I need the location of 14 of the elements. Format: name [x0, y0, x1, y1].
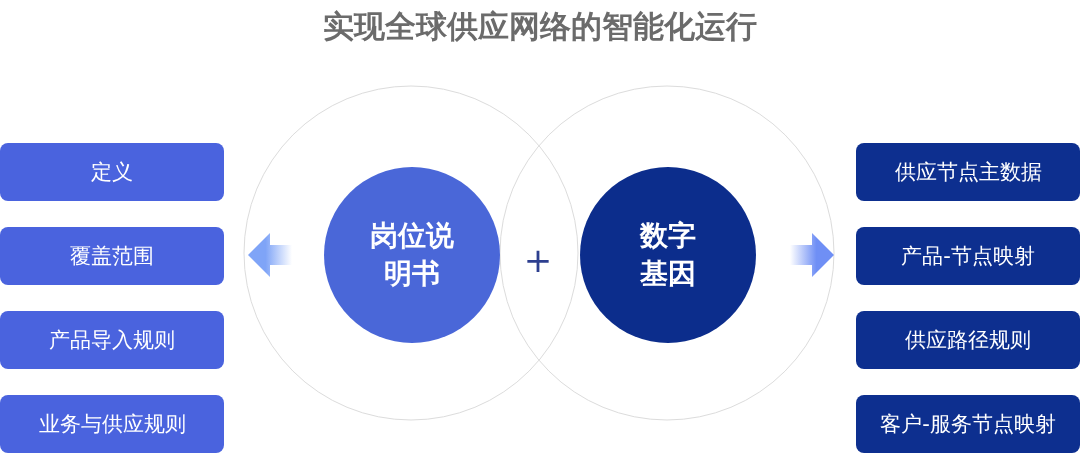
item-box: 客户-服务节点映射 — [856, 395, 1080, 453]
item-box: 覆盖范围 — [0, 227, 224, 285]
concept-circle: 岗位说明书 — [324, 167, 500, 343]
item-box: 产品导入规则 — [0, 311, 224, 369]
item-box: 产品-节点映射 — [856, 227, 1080, 285]
item-box: 业务与供应规则 — [0, 395, 224, 453]
concept-circle: 数字基因 — [580, 167, 756, 343]
plus-sign: + — [522, 240, 554, 280]
item-box: 定义 — [0, 143, 224, 201]
block-arrow — [790, 233, 834, 277]
item-box: 供应节点主数据 — [856, 143, 1080, 201]
title: 实现全球供应网络的智能化运行 — [322, 7, 758, 46]
item-box: 供应路径规则 — [856, 311, 1080, 369]
block-arrow — [248, 233, 292, 277]
